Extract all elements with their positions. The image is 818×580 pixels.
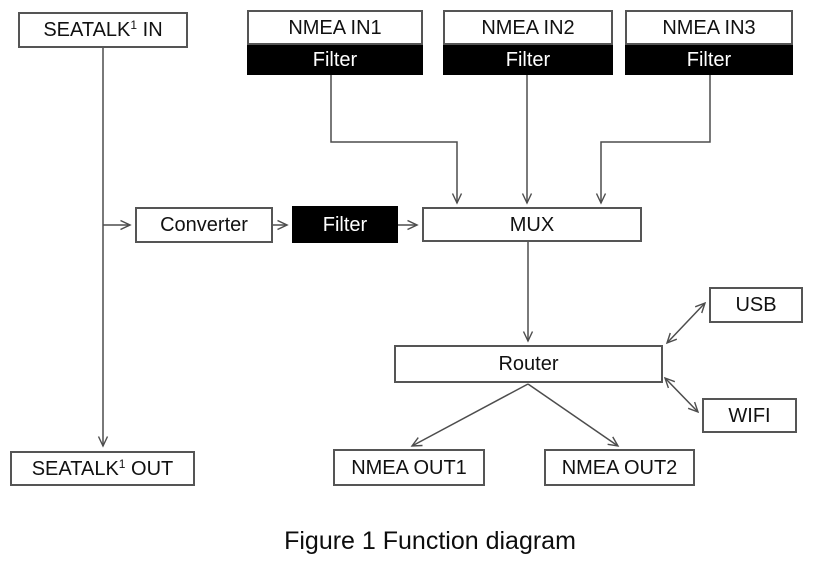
edge-router-to-nmea-out2 <box>527 383 618 446</box>
nmea-in2-filter: Filter <box>443 45 613 75</box>
node-seatalk-in: SEATALK1 IN <box>18 12 188 48</box>
edge-nmea-in1-to-mux <box>330 75 457 203</box>
seatalk-in-label: SEATALK1 IN <box>43 18 163 41</box>
seatalk-out-label: SEATALK1 OUT <box>31 456 174 480</box>
nmea-in1-filter: Filter <box>247 45 423 75</box>
edge-router-usb-bidirectional <box>667 303 705 343</box>
edge-router-to-nmea-out1 <box>412 383 529 446</box>
node-nmea-in3: NMEA IN3 Filter <box>625 10 793 75</box>
nmea-in3-label: NMEA IN3 <box>625 10 793 45</box>
edge-nmea-in3-to-mux <box>601 75 711 203</box>
nmea-in3-filter: Filter <box>625 45 793 75</box>
edge-router-wifi-bidirectional <box>665 378 698 412</box>
figure-caption: Figure 1 Function diagram <box>284 527 576 555</box>
node-filter: Filter <box>292 206 398 243</box>
node-usb: USB <box>709 287 803 323</box>
node-router: Router <box>394 345 663 383</box>
node-wifi: WIFI <box>702 398 797 433</box>
node-nmea-out1: NMEA OUT1 <box>333 449 485 486</box>
node-mux: MUX <box>422 207 642 242</box>
node-nmea-out2: NMEA OUT2 <box>544 449 695 486</box>
nmea-in2-label: NMEA IN2 <box>443 10 613 45</box>
node-nmea-in1: NMEA IN1 Filter <box>247 10 423 75</box>
nmea-in1-label: NMEA IN1 <box>247 10 423 45</box>
node-seatalk-out: SEATALK1 OUT <box>10 451 195 486</box>
node-converter: Converter <box>135 207 273 243</box>
node-nmea-in2: NMEA IN2 Filter <box>443 10 613 75</box>
